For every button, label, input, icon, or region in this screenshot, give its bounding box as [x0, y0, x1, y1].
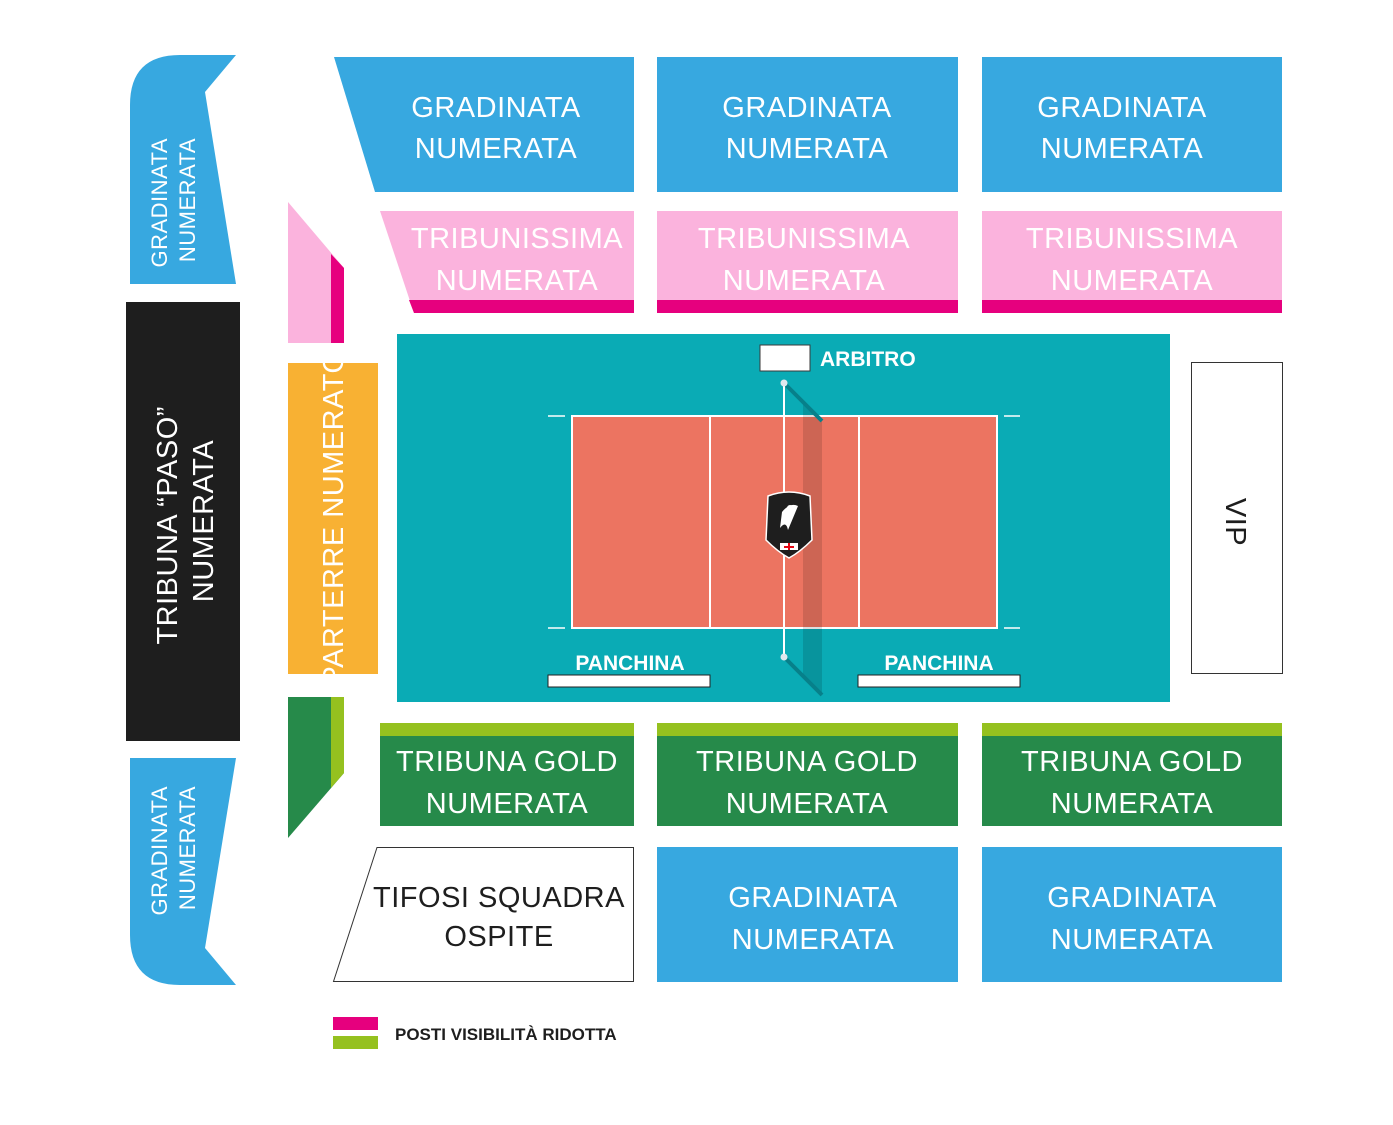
- section-tribunissima-corner[interactable]: [288, 202, 344, 343]
- court-tick-marks: [548, 415, 1020, 629]
- referee-label: ARBITRO: [820, 348, 916, 371]
- legend: POSTI VISIBILITÀ RIDOTTA: [333, 1017, 617, 1049]
- reduced-visibility-strip: [380, 723, 634, 736]
- section-parterre[interactable]: PARTERRE NUMERATO: [288, 350, 378, 686]
- court-area: ARBITRO PANCHINA PANCHINA: [397, 334, 1170, 702]
- section-label: VIP: [1219, 498, 1251, 546]
- bench-label-right: PANCHINA: [884, 652, 993, 675]
- section-vip[interactable]: VIP: [1191, 362, 1283, 674]
- section-label: GRADINATA NUMERATA: [147, 781, 200, 916]
- reduced-visibility-strip: [657, 723, 958, 736]
- section-gradinata-left-bottom[interactable]: GRADINATA NUMERATA: [130, 758, 236, 985]
- referee-stand: [759, 344, 811, 372]
- team-logo: [765, 491, 813, 559]
- reduced-visibility-strip: [331, 697, 344, 788]
- bench-label-left: PANCHINA: [575, 652, 684, 675]
- reduced-visibility-strip: [331, 254, 344, 343]
- section-tribuna-paso[interactable]: TRIBUNA “PASO” NUMERATA: [126, 302, 240, 741]
- section-label: PARTERRE NUMERATO: [318, 350, 350, 685]
- net-shadow: [782, 655, 824, 697]
- net-shadow: [803, 400, 822, 695]
- legend-swatch-pink: [333, 1017, 378, 1030]
- legend-label: POSTI VISIBILITÀ RIDOTTA: [395, 1025, 617, 1044]
- section-gold-corner[interactable]: [288, 697, 344, 838]
- net-post: [780, 379, 788, 387]
- reduced-visibility-strip: [982, 300, 1282, 313]
- legend-swatch-green: [333, 1036, 378, 1049]
- bench-left: [547, 674, 711, 688]
- bench-right: [857, 674, 1021, 688]
- section-gradinata-left-top[interactable]: GRADINATA NUMERATA: [130, 55, 236, 284]
- section-label: TRIBUNA “PASO” NUMERATA: [152, 397, 220, 644]
- reduced-visibility-strip: [409, 300, 634, 313]
- section-label: GRADINATA NUMERATA: [147, 133, 200, 268]
- reduced-visibility-strip: [982, 723, 1282, 736]
- net-shadow: [782, 381, 824, 423]
- reduced-visibility-strip: [657, 300, 958, 313]
- net-post: [780, 653, 788, 661]
